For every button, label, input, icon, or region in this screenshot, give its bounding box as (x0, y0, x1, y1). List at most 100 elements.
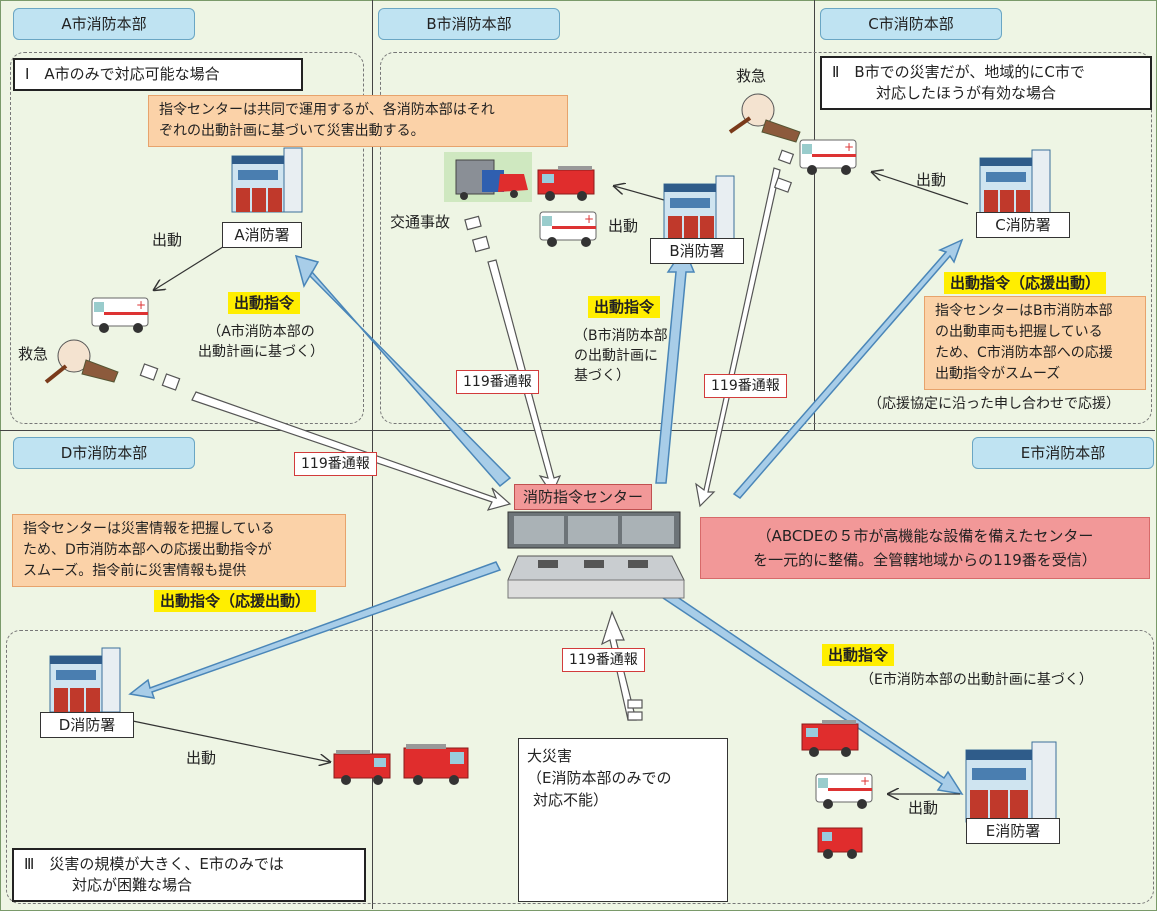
note-center-line2: を一元的に整備。全管轄地域からの119番を受信） (753, 551, 1097, 569)
fire-truck-icon (333, 166, 863, 859)
ambulance-b-icon: + (539, 211, 597, 247)
station-a-label: A消防署 (222, 222, 302, 248)
dispatch-arrows (128, 238, 964, 796)
fire-truck-e2-icon (817, 827, 863, 859)
case-one-box: Ⅰ A市のみで対応可能な場合 (13, 58, 303, 91)
call-arrow-from-a (191, 391, 512, 511)
arrow-a-dispatch (154, 244, 227, 290)
dispatch-label-c: 出動 (916, 171, 947, 189)
hq-c: C市消防本部 (820, 8, 1002, 40)
emergency-label-a: 救急 (18, 345, 49, 363)
dispatch-label-b: 出動 (608, 217, 639, 235)
disaster-line1: 大災害 (527, 747, 573, 765)
building-icon (49, 147, 1057, 823)
arrow-b-dispatch (614, 186, 665, 201)
note-d-support: 指令センターは災害情報を把握している ため、D市消防本部への応援出動指令が スム… (12, 514, 346, 587)
note-d-line2: ため、D市消防本部への応援出動指令が (23, 542, 272, 558)
note-c-line1: 指令センターはB市消防本部 (935, 303, 1113, 319)
dispatch-label-e: 出動 (908, 799, 939, 817)
svg-text:+: + (860, 774, 870, 788)
station-c-label: C消防署 (976, 212, 1070, 238)
ambulance-e-icon: + (815, 773, 873, 809)
dispatch-label-a: 出動 (152, 231, 183, 249)
traffic-accident-label: 交通事故 (390, 213, 451, 231)
station-d-building-icon (49, 647, 121, 713)
ambulance-a-icon: + (91, 297, 149, 333)
emergency-label-b: 救急 (736, 67, 767, 85)
a-plan-line1: （A市消防本部の (207, 324, 315, 340)
arrow-to-a-station (294, 254, 512, 488)
note-d-line3: スムーズ。指令前に災害情報も提供 (23, 563, 247, 579)
a-plan-line2: 出動計画に基づく） (198, 344, 324, 360)
arrow-d-dispatch (127, 719, 330, 762)
disaster-line2: （E消防本部のみでの (527, 769, 672, 787)
hq-b: B市消防本部 (378, 8, 560, 40)
e-plan-note: （E市消防本部の出動計画に基づく） (860, 672, 1093, 688)
note-c-support: 指令センターはB市消防本部 の出動車両も把握している ため、C市消防本部への応援… (924, 296, 1146, 390)
disaster-box: 大災害 （E消防本部のみでの 対応不能） (518, 738, 728, 902)
case-two-line1: Ⅱ B市での災害だが、地域的にC市で (832, 63, 1085, 81)
ambulance-icon: + + + + (91, 139, 873, 809)
station-d-label: D消防署 (40, 712, 134, 738)
arrow-to-c-station (732, 238, 964, 499)
station-b-label: B消防署 (650, 238, 744, 264)
case-two-box: Ⅱ B市での災害だが、地域的にC市で 対応したほうが有効な場合 (820, 56, 1152, 110)
command-center-label: 消防指令センター (514, 484, 653, 510)
region-case-one (10, 52, 364, 424)
fire-truck-e1-icon (801, 720, 859, 757)
thin-arrows (127, 172, 969, 794)
call-119-c: 119番通報 (704, 374, 787, 398)
case-three-box: Ⅲ 災害の規模が大きく、E市のみでは 対応が困難な場合 (12, 848, 366, 902)
call-119-a: 119番通報 (294, 452, 377, 476)
b-plan-line2: の出動計画に (574, 348, 658, 364)
region-case-two (380, 52, 1152, 424)
call-119-e: 119番通報 (562, 648, 645, 672)
note-shared-operation: 指令センターは共同で運用するが、各消防本部はそれ ぞれの出動計画に基づいて災害出… (148, 95, 568, 147)
station-e-label: E消防署 (966, 818, 1060, 844)
fire-truck-d1-icon (333, 750, 391, 785)
case-three-line1: Ⅲ 災害の規模が大きく、E市のみでは (24, 855, 284, 873)
arrow-c-dispatch (872, 172, 969, 205)
divider-top-bottom (0, 430, 1155, 431)
dispatch-order-e: 出動指令 (822, 644, 895, 666)
dispatch-order-support-c: 出動指令（応援出動） (944, 272, 1107, 294)
dispatch-label-d: 出動 (186, 749, 217, 767)
station-c-building-icon (979, 149, 1051, 215)
station-a-building-icon (231, 147, 303, 213)
divider-bc (814, 0, 815, 430)
note-d-line1: 指令センターは災害情報を把握している (23, 521, 275, 537)
note-shared-operation-line1: 指令センターは共同で運用するが、各消防本部はそれ (159, 102, 495, 118)
case-one-text: Ⅰ A市のみで対応可能な場合 (25, 65, 220, 83)
b-plan-line3: 基づく） (574, 368, 630, 384)
b-plan-line1: （B市消防本部 (574, 328, 668, 344)
svg-text:+: + (136, 298, 146, 312)
dispatch-order-b: 出動指令 (588, 296, 661, 318)
region-case-three (6, 630, 1154, 904)
a-plan-note: （A市消防本部の 出動計画に基づく） (198, 322, 324, 362)
station-b-building-icon (663, 175, 735, 241)
arrow-to-d-station (128, 561, 502, 699)
b-plan-note: （B市消防本部 の出動計画に 基づく） (574, 326, 668, 386)
fire-truck-d2-icon (403, 744, 469, 785)
hq-a: A市消防本部 (13, 8, 195, 40)
svg-text:+: + (584, 212, 594, 226)
call-119-b: 119番通報 (456, 370, 539, 394)
patient-b-icon (728, 93, 801, 143)
dispatch-order-a: 出動指令 (228, 292, 301, 314)
note-c-line3: ため、C市消防本部への応援 (935, 345, 1113, 361)
case-three-line2: 対応が困難な場合 (72, 876, 193, 894)
patient-a-icon (44, 339, 119, 384)
ambulance-c-icon: + (799, 139, 857, 175)
fire-truck-b-icon (537, 166, 595, 201)
command-console-icon (507, 511, 685, 599)
note-center-line1: （ABCDEの５市が高機能な設備を備えたセンター (756, 527, 1094, 545)
arrow-to-e-station (659, 586, 964, 796)
patient-icon (44, 93, 801, 384)
note-c-line2: の出動車両も把握している (935, 324, 1103, 340)
hq-d: D市消防本部 (13, 437, 195, 469)
svg-text:+: + (844, 140, 854, 154)
disaster-line3: 対応不能） (533, 791, 609, 809)
note-c-line4: 出動指令がスムーズ (935, 366, 1061, 382)
traffic-accident-icon (444, 152, 532, 202)
hq-e: E市消防本部 (972, 437, 1154, 469)
